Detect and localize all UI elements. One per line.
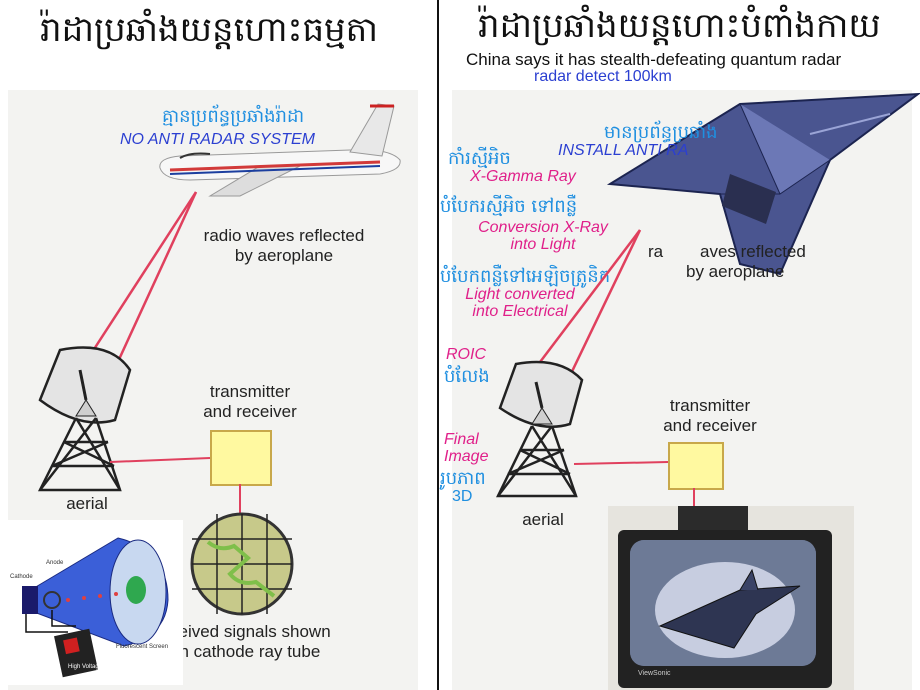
roic-label: ROIC: [446, 346, 486, 363]
conversion-line1: Conversion X-Ray: [478, 219, 608, 236]
cathode-tube-panel: Cathode Anode Fluorescent Screen High Vo…: [8, 520, 183, 685]
center-divider: [437, 0, 439, 690]
tube-label-cathode: Cathode: [10, 574, 33, 580]
radar-detect-label: radar detect 100km: [534, 68, 672, 85]
right-aerial-dish: [496, 360, 584, 498]
final-line2: Image: [444, 448, 489, 465]
left-reflect-line2: by aeroplane: [234, 246, 334, 265]
final-line1: Final: [444, 431, 479, 448]
right-trx-line1: transmitter: [669, 396, 751, 415]
right-title: រ៉ាដាប្រឆាំងយន្តហោះបំពាំងកាយ: [478, 6, 881, 46]
no-anti-khmer: គ្មានប្រព័ន្ធប្រឆាំងរ៉ាដា: [162, 106, 305, 127]
light-converted-label: Light converted into Electrical: [450, 286, 590, 320]
monitor-camera: [678, 506, 748, 532]
left-wires: [109, 457, 241, 518]
left-reflect-line1: radio waves reflected: [203, 226, 365, 245]
xgamma-label: X-Gamma Ray: [470, 168, 576, 185]
monitor-photo: ViewSonic: [608, 506, 854, 690]
right-aerial-label: aerial: [522, 510, 564, 529]
monitor-brand: ViewSonic: [638, 670, 671, 677]
left-trx-line1: transmitter: [209, 382, 291, 401]
install-anti-label: INSTALL ANTI RA: [558, 142, 689, 159]
right-reflect-partial-1: ra: [648, 242, 664, 261]
left-aerial-dish: [37, 346, 132, 492]
roic-khmer: បំលែង: [444, 366, 490, 387]
stealth-aircraft-icon: [606, 92, 920, 276]
right-reflect-partial-3: by aeroplane: [686, 262, 785, 281]
crt-line1: ceived signals shown: [170, 622, 331, 641]
airplane-icon: [159, 103, 401, 197]
left-reflect-label: radio waves reflected by aeroplane: [184, 226, 384, 266]
final-khmer: រូបភាព: [440, 468, 486, 489]
left-trx-label: transmitter and receiver: [180, 382, 320, 422]
right-trx-box: [668, 442, 724, 490]
no-anti-en: NO ANTI RADAR SYSTEM: [120, 131, 315, 148]
right-reflect-partial-2: aves reflected: [700, 242, 806, 261]
tube-label-voltage: High Voltage: [68, 664, 103, 670]
conversion-label: Conversion X-Ray into Light: [468, 219, 618, 253]
left-title: រ៉ាដាប្រឆាំងយន្តហោះធម្មតា: [40, 10, 379, 50]
final-image-label: Final Image: [444, 431, 488, 465]
left-trx-line2: and receiver: [203, 402, 297, 421]
monitor-stealth-image-icon: [630, 540, 816, 666]
tube-label-anode: Anode: [46, 560, 64, 566]
right-trx-label: transmitter and receiver: [640, 396, 780, 436]
right-trx-line2: and receiver: [663, 416, 757, 435]
crt-label: ceived signals shown on cathode ray tube: [170, 622, 390, 662]
cathode-tube-icon: [22, 537, 169, 678]
light-line1: Light converted: [465, 286, 575, 303]
kam-khmer: កាំរស្មីអិច: [448, 148, 511, 169]
final-3d: 3D: [452, 488, 473, 505]
headline: China says it has stealth-defeating quan…: [466, 50, 842, 69]
light-line2: into Electrical: [472, 303, 568, 320]
has-system-khmer: មានប្រព័ន្ធប្រឆាំង: [604, 122, 718, 143]
crt-line2: on cathode ray tube: [170, 642, 321, 661]
monitor-body: ViewSonic: [618, 530, 832, 688]
monitor-screen: [630, 540, 816, 666]
convert-khmer: បំបែករស្មីអិច ទៅពន្លឺ: [440, 196, 578, 217]
left-aerial-label: aerial: [66, 494, 108, 513]
tube-label-screen: Fluorescent Screen: [116, 644, 169, 650]
conversion-line2: into Light: [510, 236, 576, 253]
light-khmer: បំបែកពន្លឺទៅអេឡិចត្រូនិក: [440, 266, 611, 287]
crt-scope-icon: [190, 512, 294, 616]
